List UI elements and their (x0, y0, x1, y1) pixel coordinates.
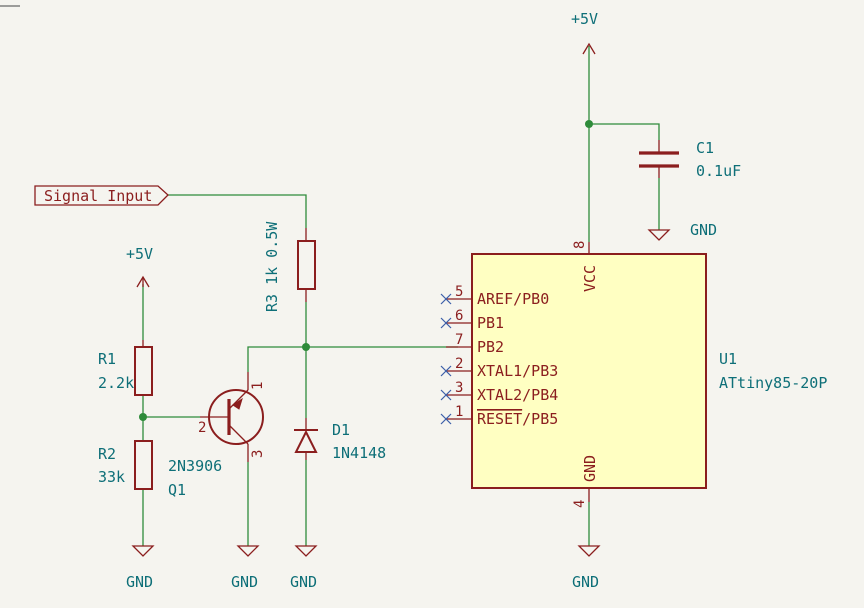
signal-input-text: Signal Input (44, 187, 152, 205)
ic-body (471, 253, 707, 489)
capacitor-c1: C1 0.1uF (639, 139, 741, 180)
u1-gnd-pin-number: 4 (572, 500, 588, 508)
u1-gnd-pin-name: GND (581, 455, 599, 482)
u1-pin-aref-pb0: 5 AREF/PB0 (440, 284, 549, 308)
svg-text:7: 7 (455, 332, 463, 348)
svg-text:5: 5 (455, 284, 463, 300)
resistor-r1: R1 2.2k (98, 340, 153, 396)
transistor-q1: 2 1 3 2N3906 Q1 (168, 372, 266, 499)
u1-vcc-pin-number: 8 (572, 241, 588, 249)
ground-icon (577, 545, 601, 557)
svg-text:RESET/PB5: RESET/PB5 (477, 410, 558, 428)
ground-icon (131, 545, 155, 557)
diode-triangle-icon (294, 429, 318, 453)
resistor-body-icon (134, 346, 153, 396)
no-connect-icon (440, 293, 452, 305)
hierarchical-label-shape (34, 185, 169, 206)
resistor-body-icon (134, 440, 153, 490)
u1-pin-reset-pb5: 1 RESET/PB5 (440, 404, 558, 428)
gnd-u1: GND (572, 545, 601, 591)
u1-ref: U1 (719, 350, 737, 368)
signal-input-label: Signal Input (34, 185, 169, 206)
vcc-left-label: +5V (126, 245, 153, 263)
no-connect-icon (440, 389, 452, 401)
d1-value: 1N4148 (332, 444, 386, 462)
no-connect-icon (440, 413, 452, 425)
wire-vcc-to-c1 (589, 123, 660, 140)
emitter-arrow-icon (232, 397, 243, 410)
q1-value: 2N3906 (168, 457, 222, 475)
gnd-label: GND (290, 573, 317, 591)
u1-pin-xtal1-pb3: 2 XTAL1/PB3 (440, 356, 558, 380)
d1-ref: D1 (332, 421, 350, 439)
svg-text:PB2: PB2 (477, 338, 504, 356)
power-vcc-top: +5V (571, 10, 598, 55)
power-vcc-left: +5V (126, 245, 153, 288)
diode-d1: D1 1N4148 (294, 418, 386, 462)
gnd-label: GND (126, 573, 153, 591)
u1-value: ATtiny85-20P (719, 374, 827, 392)
resistor-r2: R2 33k (98, 440, 153, 490)
q1-pin-collector: 3 (250, 450, 266, 458)
resistor-body-icon (297, 240, 316, 290)
q1-pin-emitter: 1 (250, 382, 266, 390)
svg-text:2: 2 (455, 356, 463, 372)
ground-icon (236, 545, 260, 557)
c1-ref: C1 (696, 139, 714, 157)
ground-icon (294, 545, 318, 557)
gnd-r2: GND (126, 545, 155, 591)
u1-pin-pb1: 6 PB1 (440, 308, 504, 332)
svg-text:XTAL1/PB3: XTAL1/PB3 (477, 362, 558, 380)
q1-pin-base: 2 (198, 420, 206, 436)
gnd-label: GND (231, 573, 258, 591)
r2-ref: R2 (98, 445, 116, 463)
svg-text:AREF/PB0: AREF/PB0 (477, 290, 549, 308)
junction-pb2-node (302, 343, 310, 351)
gnd-c1: GND (647, 221, 717, 241)
vcc-arrow-icon (582, 42, 596, 55)
svg-text:3: 3 (455, 380, 463, 396)
no-connect-icon (440, 365, 452, 377)
gnd-d1: GND (290, 545, 318, 591)
junction-divider (139, 413, 147, 421)
gnd-label: GND (690, 221, 717, 239)
u1-pin-xtal2-pb4: 3 XTAL2/PB4 (440, 380, 558, 404)
svg-text:PB1: PB1 (477, 314, 504, 332)
wire-signal-to-r3 (168, 194, 307, 228)
resistor-r3: R3 1k 0.5W (263, 221, 316, 312)
svg-text:6: 6 (455, 308, 463, 324)
ground-icon (647, 229, 671, 241)
gnd-label: GND (572, 573, 599, 591)
r1-value: 2.2k (98, 374, 134, 392)
r3-label: R3 1k 0.5W (263, 221, 281, 312)
vcc-top-label: +5V (571, 10, 598, 28)
no-connect-icon (440, 317, 452, 329)
r2-value: 33k (98, 468, 125, 486)
wire-node-to-q1-emitter (247, 346, 306, 372)
reset-overline-text: RESET (477, 410, 522, 428)
u1-vcc-pin-name: VCC (581, 265, 599, 292)
svg-text:XTAL2/PB4: XTAL2/PB4 (477, 386, 558, 404)
r1-ref: R1 (98, 350, 116, 368)
junction-vcc-c1 (585, 120, 593, 128)
svg-text:1: 1 (455, 404, 463, 420)
gnd-q1: GND (231, 545, 260, 591)
u1-pin-pb2: 7 PB2 (446, 332, 504, 356)
ic-u1: 8 VCC GND 4 5 AREF/PB0 6 PB1 7 PB2 2 XTA… (440, 241, 827, 508)
c1-value: 0.1uF (696, 162, 741, 180)
q1-ref: Q1 (168, 481, 186, 499)
